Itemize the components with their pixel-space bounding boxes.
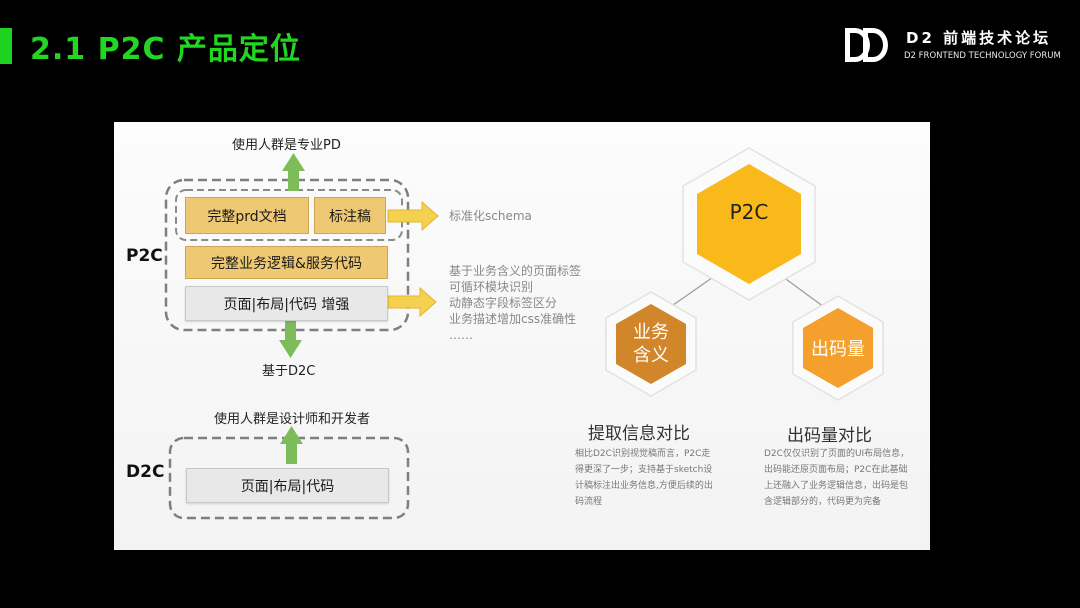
diagram-graphics xyxy=(164,147,884,520)
feature-item: 基于业务含义的页面标签 xyxy=(449,264,582,278)
hex-biz-label-line: 业务 xyxy=(633,322,669,343)
d2c-label: D2C xyxy=(126,462,165,482)
box-prd-document: 完整prd文档 xyxy=(185,197,309,234)
page-title: 2.1 P2C 产品定位 xyxy=(30,32,301,67)
d2-logo xyxy=(845,28,888,62)
up-arrow-d2c xyxy=(280,426,303,464)
slide-panel: 使用人群是专业PD P2C 完整prd文档 标注稿 完整业务逻辑&服务代码 页面… xyxy=(114,122,930,550)
box-business-logic: 完整业务逻辑&服务代码 xyxy=(185,246,388,279)
feature-item: …… xyxy=(449,328,473,342)
forum-subtitle: D2 FRONTEND TECHNOLOGY FORUM xyxy=(904,51,1061,61)
compare-code-title: 出码量对比 xyxy=(787,426,872,446)
hex-code xyxy=(803,308,873,388)
hex-code-label: 出码量 xyxy=(811,339,865,360)
hex-biz-label: 业务 含义 xyxy=(621,321,681,367)
feature-list: 基于业务含义的页面标签 可循环模块识别 动静态字段标签区分 业务描述增加css准… xyxy=(449,263,581,343)
hex-main-label: P2C xyxy=(729,200,769,224)
down-arrow-d2c xyxy=(279,320,302,358)
hex-biz xyxy=(616,304,686,384)
feature-item: 动静态字段标签区分 xyxy=(449,296,558,310)
schema-label: 标准化schema xyxy=(449,209,532,223)
up-arrow-p2c xyxy=(282,153,305,191)
box-layout-enhanced: 页面|布局|代码 增强 xyxy=(185,286,388,321)
feature-item: 业务描述增加css准确性 xyxy=(449,312,577,326)
right-arrow-schema xyxy=(387,200,439,232)
hex-biz-label-line: 含义 xyxy=(633,345,669,366)
p2c-label: P2C xyxy=(126,246,163,266)
right-arrow-features xyxy=(387,286,437,318)
d2c-users-label: 使用人群是设计师和开发者 xyxy=(214,412,371,427)
feature-item: 可循环模块识别 xyxy=(449,280,534,294)
box-annotation-draft: 标注稿 xyxy=(314,197,386,234)
based-on-d2c-label: 基于D2C xyxy=(262,364,316,379)
compare-code-desc: D2C仅仅识别了页面的UI布局信息，出码能还原页面布局；P2C在此基础上还融入了… xyxy=(764,449,910,507)
compare-info-desc: 相比D2C识别视觉稿而言，P2C走得更深了一步；支持基于sketch设计稿标注出… xyxy=(575,449,713,507)
forum-name: D2 前端技术论坛 xyxy=(906,29,1052,47)
p2c-users-label: 使用人群是专业PD xyxy=(232,138,341,153)
compare-info-title: 提取信息对比 xyxy=(588,424,690,444)
box-d2c-layout: 页面|布局|代码 xyxy=(186,468,389,503)
title-accent-bar xyxy=(0,28,12,64)
hex-main xyxy=(697,164,801,284)
